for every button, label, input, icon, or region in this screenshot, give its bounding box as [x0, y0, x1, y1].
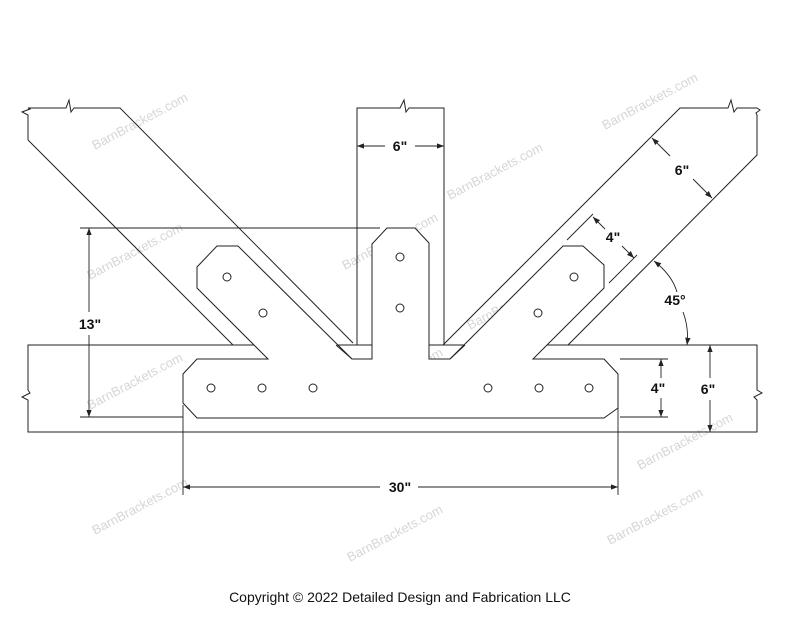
- height-label: 13": [79, 316, 101, 332]
- dimension-angle: 45°: [653, 260, 691, 346]
- watermark: BarnBrackets.com: [634, 410, 735, 473]
- watermark: BarnBrackets.com: [604, 485, 705, 548]
- diagonal-width-label: 6": [675, 162, 689, 178]
- copyright-notice: Copyright © 2022 Detailed Design and Fab…: [229, 589, 571, 605]
- arm-width-label: 4": [606, 229, 620, 245]
- dimension-arm-width: 4": [566, 213, 638, 284]
- watermark: BarnBrackets.com: [84, 220, 185, 283]
- bolt-hole: [569, 272, 579, 282]
- dimension-leg-height: 4": [620, 358, 668, 418]
- timber-beam: [20, 344, 764, 433]
- dimension-diagonal-width: 6": [651, 137, 713, 199]
- bracket-plate: [182, 227, 619, 419]
- dimension-height: 13": [79, 227, 380, 418]
- bolt-hole: [395, 252, 405, 262]
- watermark: BarnBrackets.com: [599, 70, 700, 133]
- bolt-hole: [533, 308, 543, 318]
- bolt-hole: [584, 383, 594, 393]
- dimension-beam-height: 6": [701, 345, 715, 432]
- angle-label: 45°: [664, 292, 685, 308]
- bolt-hole: [258, 308, 268, 318]
- post-width-label: 6": [393, 138, 407, 154]
- beam-height-label: 6": [701, 381, 715, 397]
- bolt-hole: [222, 272, 232, 282]
- bolt-holes: [206, 252, 594, 393]
- watermark: BarnBrackets.com: [344, 502, 445, 565]
- dimension-plate-length: 30": [182, 405, 619, 495]
- watermark: BarnBrackets.com: [444, 140, 545, 203]
- bolt-hole: [206, 383, 216, 393]
- bolt-hole: [257, 383, 267, 393]
- bolt-hole: [308, 383, 318, 393]
- bolt-hole: [534, 383, 544, 393]
- plate-length-label: 30": [389, 479, 411, 495]
- leg-height-label: 4": [651, 380, 665, 396]
- bolt-hole: [395, 303, 405, 313]
- dimension-post-width: 6": [357, 138, 444, 154]
- watermark: BarnBrackets.com: [89, 90, 190, 153]
- right-brace: [442, 98, 761, 346]
- bolt-hole: [483, 383, 493, 393]
- left-brace: [20, 98, 354, 346]
- watermark: BarnBrackets.com: [84, 350, 185, 413]
- watermark: BarnBrackets.com: [89, 475, 190, 538]
- center-post: [356, 98, 445, 345]
